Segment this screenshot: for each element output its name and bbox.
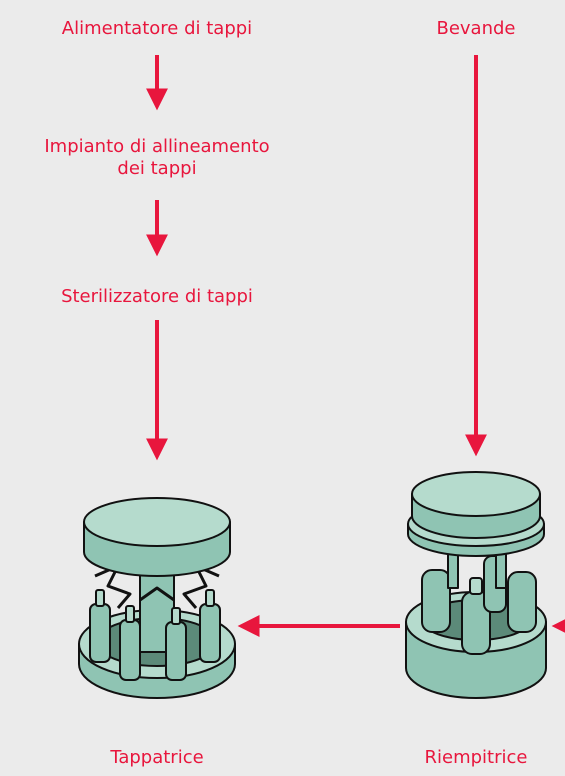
step-beverages: Bevande <box>436 18 516 39</box>
step-cap-alignment: Impianto di allineamento dei tappi <box>44 136 270 179</box>
step-cap-feeder: Alimentatore di tappi <box>61 18 253 39</box>
step-cap-sterilizer: Sterilizzatore di tappi <box>61 286 253 307</box>
filler-machine-icon <box>405 471 547 699</box>
machine-label-filler: Riempitrice <box>424 747 528 768</box>
capper-machine-icon <box>78 497 236 699</box>
machine-label-capper: Tappatrice <box>110 747 204 768</box>
